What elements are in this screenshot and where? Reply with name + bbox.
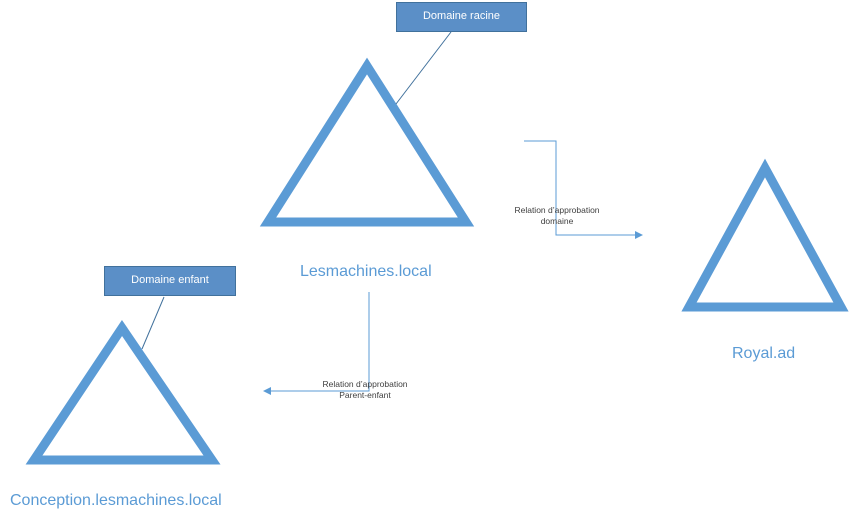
root-domain-callout: Domaine racine xyxy=(396,2,527,32)
parent-child-trust-arrow xyxy=(263,292,370,395)
root-domain-triangle xyxy=(259,57,475,227)
external-domain-label: Royal.ad xyxy=(732,345,796,362)
domain-trust-label-line2: domaine xyxy=(540,216,574,226)
parent-child-trust-label-line2: Parent-enfant xyxy=(339,390,391,400)
parent-child-trust-label: Relation d’approbation Parent-enfant xyxy=(305,379,425,401)
root-callout-leader xyxy=(395,31,452,105)
child-domain-triangle xyxy=(25,319,221,465)
domain-trust-label-line1: Relation d’approbation xyxy=(514,205,600,215)
parent-child-trust-label-line1: Relation d’approbation xyxy=(322,379,408,389)
domain-trust-arrow xyxy=(524,140,643,239)
domain-trust-label: Relation d’approbation domaine xyxy=(497,205,617,227)
external-domain-triangle xyxy=(681,158,849,312)
root-domain-label: Lesmachines.local xyxy=(300,263,432,280)
child-domain-label: Conception.lesmachines.local xyxy=(10,492,222,509)
child-callout-leader xyxy=(141,296,165,350)
child-domain-callout: Domaine enfant xyxy=(104,266,236,296)
